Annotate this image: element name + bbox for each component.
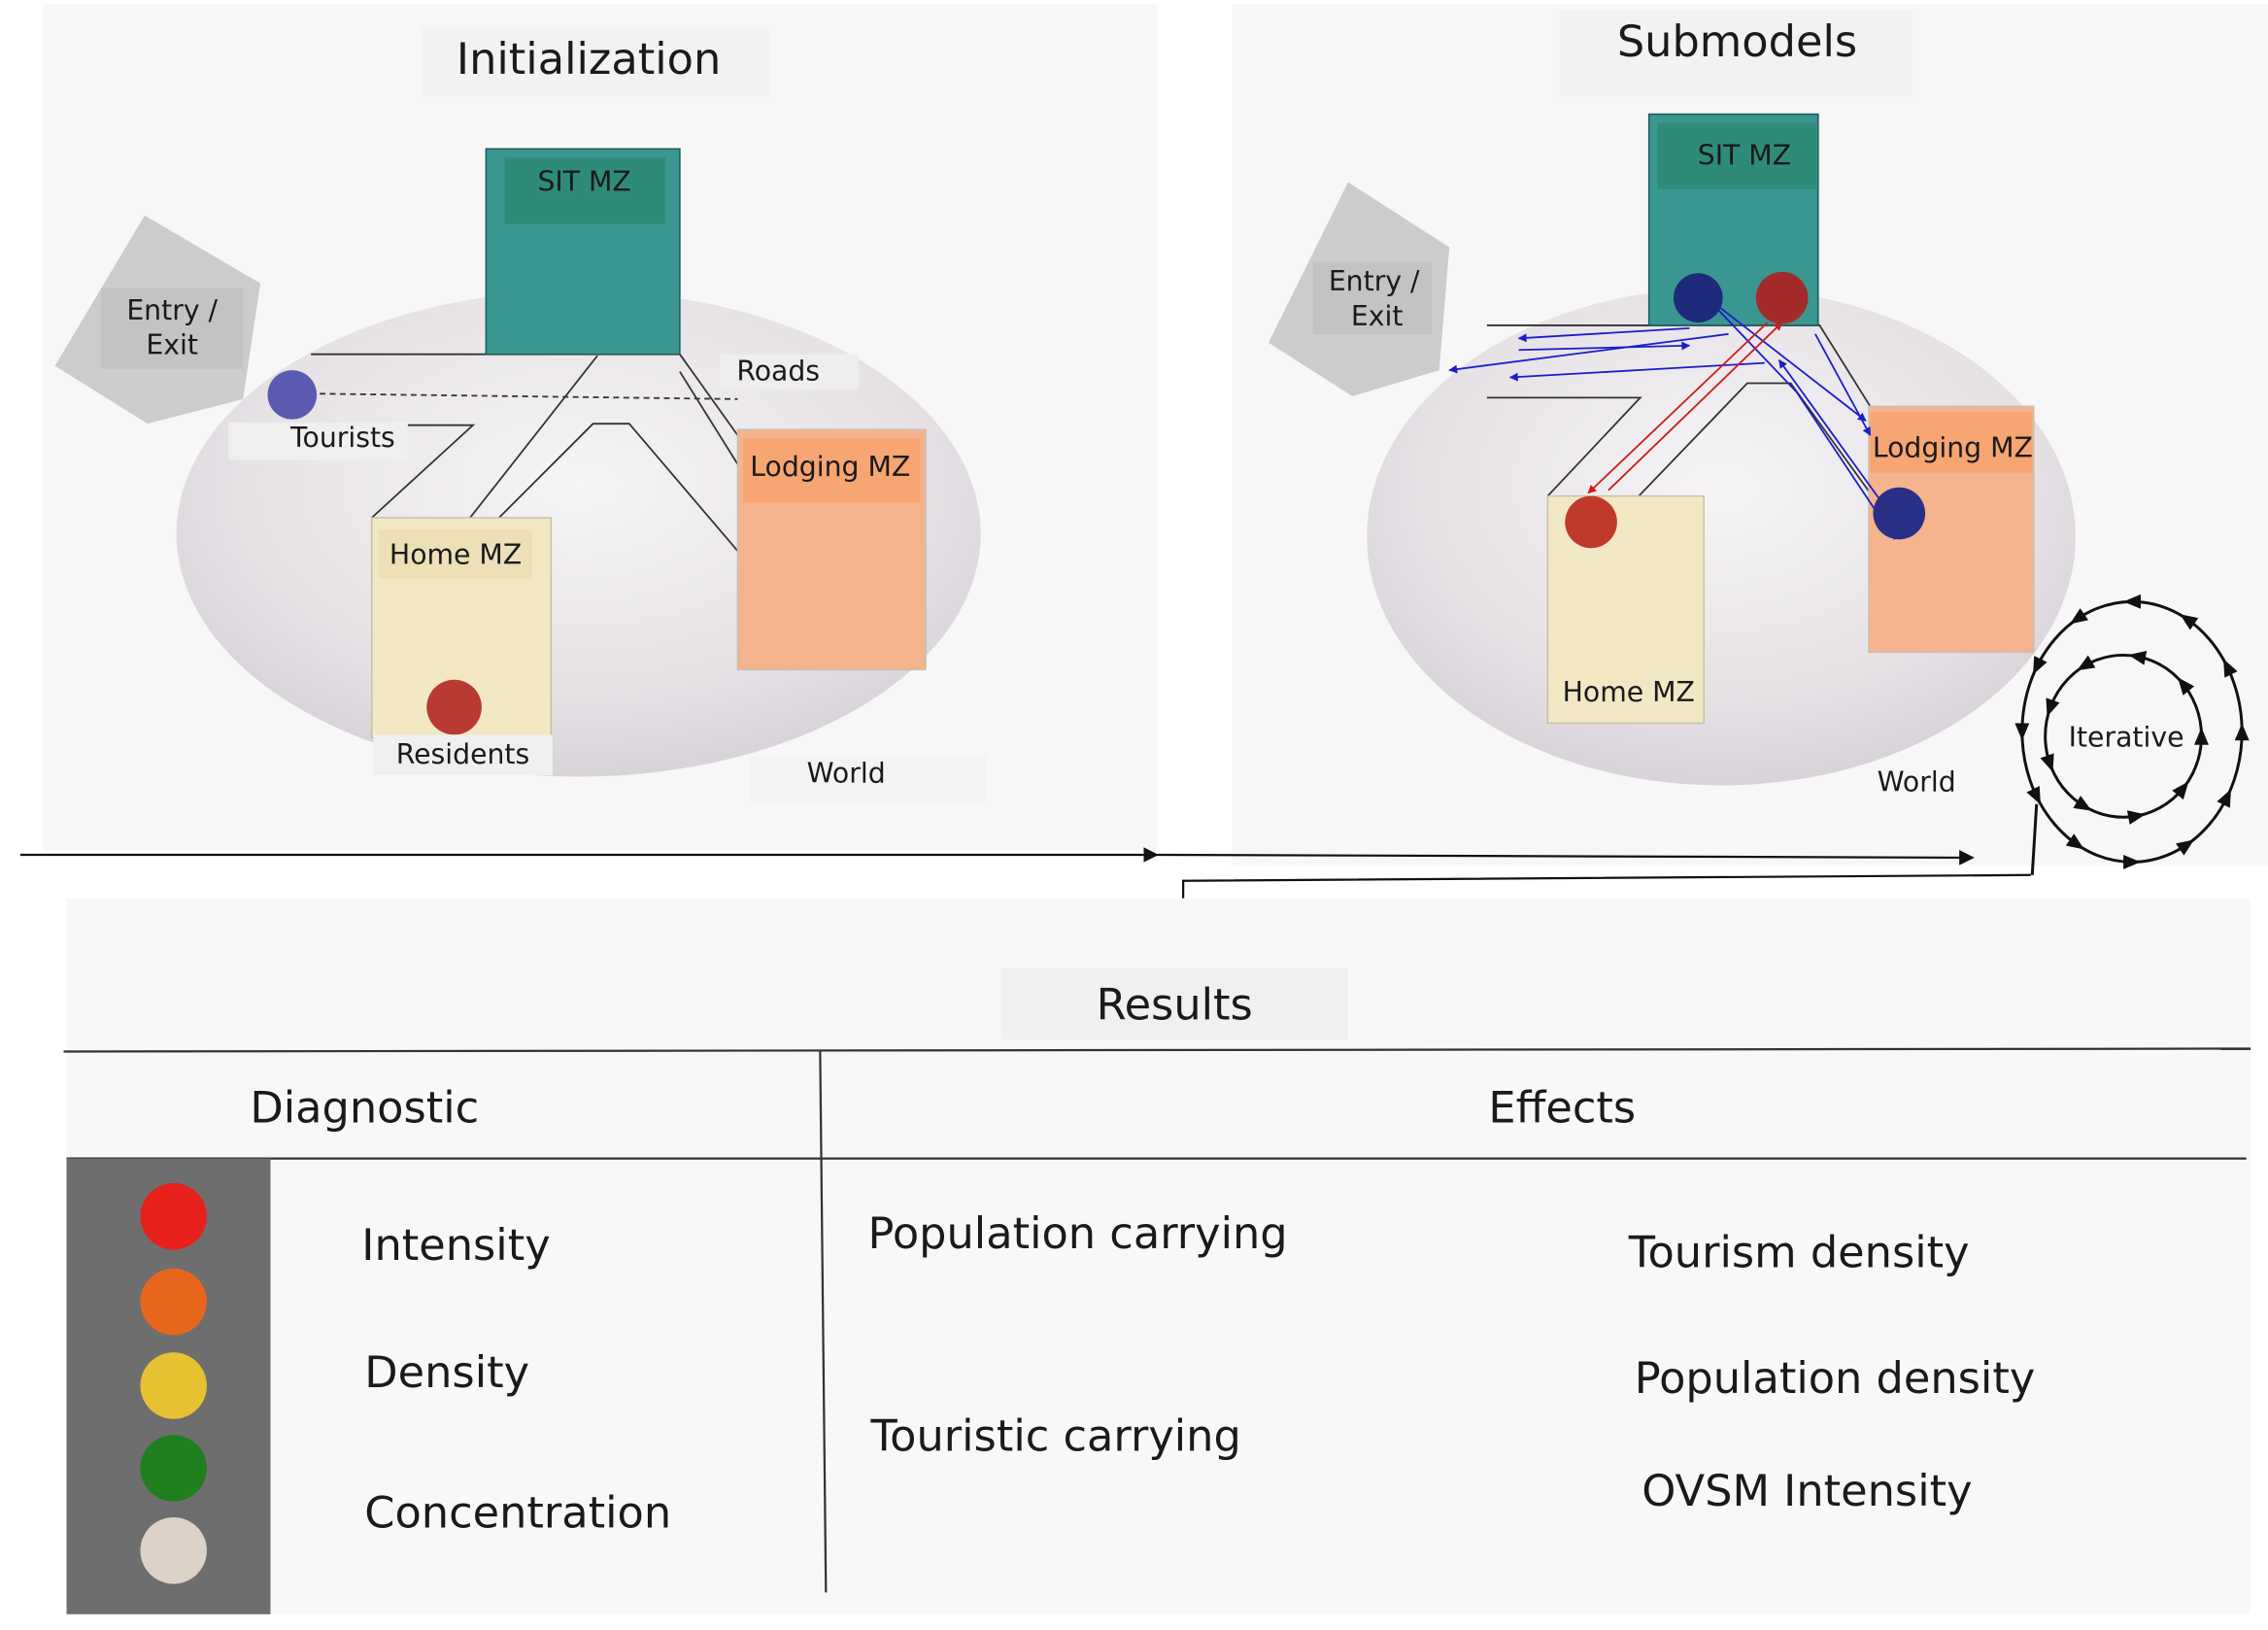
- effect-population-carrying: Population carrying: [867, 1208, 1287, 1259]
- effect-population-density: Population density: [1635, 1353, 2036, 1404]
- diagnostic-header: Diagnostic: [250, 1082, 479, 1133]
- traffic-light-yellow: [140, 1352, 207, 1419]
- loop-arrowhead: [2123, 594, 2141, 609]
- lodging-mz-label-box: [743, 438, 921, 502]
- tourist-agent: [1673, 273, 1723, 323]
- loop-arrowhead: [2077, 655, 2096, 671]
- world-label: World: [807, 757, 886, 789]
- loop-arrowhead: [2126, 810, 2146, 825]
- flow-arrow: [1448, 332, 1729, 374]
- roads: [1486, 324, 1872, 497]
- results-title: Results: [1097, 980, 1253, 1031]
- sit-mz-label: SIT MZ: [1698, 140, 1791, 172]
- loop-arrowhead: [2217, 789, 2231, 808]
- sit-mz-label: SIT MZ: [537, 165, 630, 197]
- residents-label: Residents: [396, 738, 529, 770]
- loop-arrowhead: [2180, 614, 2199, 630]
- agent-flows: [1448, 296, 1896, 540]
- results-section: Results Diagnostic Effects Intensity Den…: [63, 898, 2251, 1614]
- results-top-rule: [63, 1047, 2251, 1053]
- results-column-divider: [819, 1051, 828, 1593]
- resident-agent: [1755, 271, 1809, 324]
- tourists-label: Tourists: [289, 422, 395, 454]
- loop-arrowhead: [2178, 677, 2195, 696]
- entry-exit-label-box: [1313, 261, 1433, 334]
- lodging-mz-label: Lodging MZ: [1873, 431, 2033, 463]
- initialization-title: Initialization: [457, 34, 721, 85]
- loop-arrowhead: [2040, 753, 2054, 772]
- diagnostic-item-concentration: Concentration: [364, 1487, 671, 1538]
- resident-agent: [1565, 495, 1617, 549]
- entry-exit-label-line2: Exit: [1351, 300, 1404, 332]
- roads-label-box: [720, 354, 860, 390]
- resident-agent: [426, 679, 482, 735]
- tourists-label-box: [228, 422, 408, 460]
- flow-arrow: [1777, 358, 1881, 501]
- home-mz-label: Home MZ: [389, 539, 522, 571]
- flow-arrow: [1587, 322, 1769, 494]
- loop-arrowhead: [2194, 727, 2209, 745]
- loop-arrowhead: [2046, 697, 2060, 717]
- world-label-box: [749, 756, 987, 803]
- diagnostic-item-intensity: Intensity: [361, 1220, 550, 1271]
- lodging-mz-label: Lodging MZ: [750, 451, 910, 483]
- submodels-panel: Submodels Entry / Exit SIT MZ Lodging MZ…: [1232, 4, 2268, 875]
- flow-arrow: [1608, 322, 1783, 492]
- traffic-light-orange: [140, 1268, 207, 1336]
- sit-mz-label-box: [1657, 122, 1817, 189]
- iterative-label: Iterative: [2069, 721, 2184, 753]
- tourist-agent: [1873, 487, 1926, 540]
- loop-arrowhead: [2128, 650, 2148, 665]
- loop-arrowhead: [2234, 723, 2250, 741]
- loop-arrowhead: [2033, 656, 2048, 675]
- entry-exit-label-box: [101, 288, 244, 369]
- loop-arrowhead: [2223, 659, 2238, 678]
- effects-header: Effects: [1488, 1082, 1636, 1133]
- loop-tail: [2030, 803, 2039, 875]
- traffic-light-red: [140, 1182, 207, 1250]
- traffic-light-green: [140, 1435, 207, 1502]
- home-mz-label: Home MZ: [1563, 676, 1695, 708]
- loop-arrowhead: [2176, 839, 2194, 856]
- loop-arrowhead: [2070, 608, 2089, 625]
- roads: [288, 353, 739, 552]
- loop-arrowhead: [2073, 796, 2092, 811]
- flow-arrow: [1518, 341, 1691, 352]
- flow-arrow: [1517, 327, 1690, 343]
- flow-arrow: [1710, 299, 1867, 422]
- initialization-panel: Initialization Entry / Exit SIT MZ Roads…: [43, 4, 1158, 851]
- entry-exit-label-line1: Entry /: [1329, 265, 1420, 297]
- submodels-title-box: [1559, 10, 1913, 97]
- effect-touristic-carrying: Touristic carrying: [869, 1410, 1240, 1461]
- loop-arrowhead: [2065, 833, 2084, 850]
- submodels-title: Submodels: [1617, 17, 1857, 67]
- loop-arrowhead: [2123, 854, 2141, 869]
- loop-arrowhead: [2014, 723, 2030, 741]
- roads-label: Roads: [736, 356, 820, 388]
- loop-arrowheads: [2014, 594, 2250, 869]
- tourist-agent: [267, 370, 318, 420]
- residents-label-box: [373, 734, 553, 776]
- flow-arrow: [1814, 333, 1872, 436]
- timeline-arrow: [1157, 850, 1975, 866]
- world-label: World: [1878, 765, 1956, 798]
- entry-exit-label-line2: Exit: [146, 329, 198, 361]
- initialization-title-box: [422, 27, 770, 97]
- loop-arrowhead: [2026, 786, 2041, 805]
- lodging-mz-label-box: [1870, 412, 2033, 473]
- entry-exit-label-line1: Entry /: [126, 294, 218, 326]
- effect-ovsm-intensity: OVSM Intensity: [1642, 1466, 1972, 1516]
- effect-tourism-density: Tourism density: [1628, 1227, 1970, 1277]
- sit-mz-label-box: [504, 157, 666, 224]
- loop-arrowhead: [2172, 781, 2189, 800]
- traffic-light-neutral: [140, 1516, 207, 1584]
- results-title-box: [1000, 968, 1348, 1040]
- flow-arrow: [1706, 296, 1896, 540]
- diagnostic-item-density: Density: [364, 1347, 529, 1398]
- home-mz-label-box: [379, 528, 533, 579]
